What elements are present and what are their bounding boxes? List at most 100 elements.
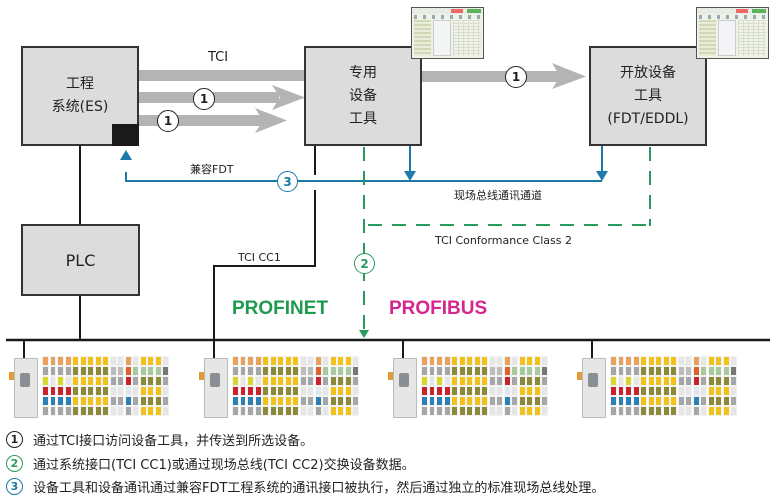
- io-module: [102, 356, 110, 416]
- io-module: [722, 356, 730, 416]
- io-module: [247, 356, 254, 416]
- io-station-1: [6, 350, 188, 420]
- io-station-2: [196, 350, 378, 420]
- open-tool-screenshot: [696, 7, 769, 59]
- legend-item-1: 1 通过TCI接口访问设备工具，并传送到所选设备。: [6, 430, 313, 449]
- io-module: [232, 356, 239, 416]
- io-module: [57, 356, 64, 416]
- marker-3: 3: [277, 171, 298, 192]
- io-module: [269, 356, 277, 416]
- io-module: [647, 356, 655, 416]
- io-module: [139, 356, 147, 416]
- io-module: [617, 356, 625, 416]
- legend-marker-1: 1: [6, 431, 23, 448]
- io-module: [299, 356, 307, 416]
- io-module: [662, 356, 670, 416]
- io-module: [117, 356, 125, 416]
- io-module: [307, 356, 315, 416]
- io-module: [109, 356, 117, 416]
- io-module: [337, 356, 345, 416]
- io-module: [94, 356, 102, 416]
- io-module: [511, 356, 519, 416]
- marker-2: 2: [354, 253, 375, 274]
- arrow-es-to-dedicated: [139, 85, 305, 110]
- io-module: [533, 356, 541, 416]
- io-modules: [421, 356, 549, 416]
- io-module: [488, 356, 496, 416]
- io-module: [239, 356, 247, 416]
- io-module: [329, 356, 337, 416]
- io-module: [518, 356, 526, 416]
- io-module: [481, 356, 489, 416]
- open-device-tool-box: 开放设备 工具 (FDT/EDDL): [589, 46, 707, 146]
- io-modules: [232, 356, 360, 416]
- io-module: [147, 356, 155, 416]
- io-module: [124, 356, 132, 416]
- io-module: [322, 356, 330, 416]
- dedicated-line2: 设备: [349, 87, 377, 104]
- io-modules: [610, 356, 738, 416]
- fieldbus-channel-label: 现场总线通讯通道: [454, 189, 542, 202]
- io-station-4: [574, 350, 756, 420]
- tci-cc1-label: TCI CC1: [238, 251, 281, 264]
- io-module: [42, 356, 49, 416]
- engineering-system-box: 工程 系统(ES): [21, 46, 139, 146]
- power-connector: [388, 372, 393, 380]
- dedicated-line1: 专用: [349, 64, 377, 81]
- wire-dedicated-down-b: [213, 190, 316, 340]
- dedicated-tool-screenshot: [411, 7, 484, 59]
- arrow-es-to-bus: [139, 108, 287, 133]
- arrow-dedicated-to-open: [420, 63, 586, 89]
- io-module: [700, 356, 708, 416]
- io-module: [79, 356, 87, 416]
- io-module: [730, 356, 738, 416]
- io-module: [292, 356, 300, 416]
- io-module: [541, 356, 549, 416]
- fieldbus-coupler: [582, 358, 606, 418]
- marker-1-upper: 1: [193, 88, 215, 110]
- io-module: [344, 356, 352, 416]
- cc2-arrowhead: [359, 330, 369, 338]
- io-module: [254, 356, 262, 416]
- tci-label: TCI: [208, 50, 229, 65]
- io-module: [625, 356, 632, 416]
- fdt-arrowhead-dedicated: [404, 171, 416, 181]
- fieldbus-coupler: [204, 358, 228, 418]
- io-module: [715, 356, 723, 416]
- legend-text-2: 通过系统接口(TCI CC1)或通过现场总线(TCI CC2)交换设备数据。: [33, 458, 415, 473]
- open-line3: (FDT/EDDL): [607, 110, 689, 127]
- fieldbus-coupler: [14, 358, 38, 418]
- plc-box: PLC: [21, 224, 140, 296]
- io-module: [655, 356, 663, 416]
- io-module: [49, 356, 57, 416]
- marker-1-lower: 1: [157, 110, 179, 132]
- io-module: [466, 356, 474, 416]
- fdt-channel-line: [125, 172, 279, 182]
- io-module: [692, 356, 700, 416]
- io-module: [284, 356, 292, 416]
- io-module: [677, 356, 685, 416]
- legend-marker-3: 3: [6, 478, 23, 495]
- dedicated-line3: 工具: [349, 110, 377, 127]
- io-module: [421, 356, 428, 416]
- io-module: [262, 356, 270, 416]
- io-module: [436, 356, 443, 416]
- tci-cc2-label: TCI Conformance Class 2: [435, 234, 572, 247]
- legend-text-3: 设备工具和设备通讯通过兼容FDT工程系统的通讯接口被执行，然后通过独立的标准现场…: [33, 481, 605, 496]
- io-module: [428, 356, 436, 416]
- io-station-3: [385, 350, 567, 420]
- io-module: [496, 356, 504, 416]
- power-connector: [577, 372, 582, 380]
- io-module: [132, 356, 140, 416]
- io-module: [314, 356, 322, 416]
- io-module: [640, 356, 648, 416]
- io-module: [72, 356, 80, 416]
- fieldbus-coupler: [393, 358, 417, 418]
- open-line2: 工具: [633, 87, 662, 104]
- io-module: [670, 356, 678, 416]
- io-module: [154, 356, 162, 416]
- es-interface-block: [112, 124, 139, 146]
- io-module: [352, 356, 360, 416]
- fdt-compatible-label: 兼容FDT: [190, 163, 234, 176]
- io-module: [685, 356, 693, 416]
